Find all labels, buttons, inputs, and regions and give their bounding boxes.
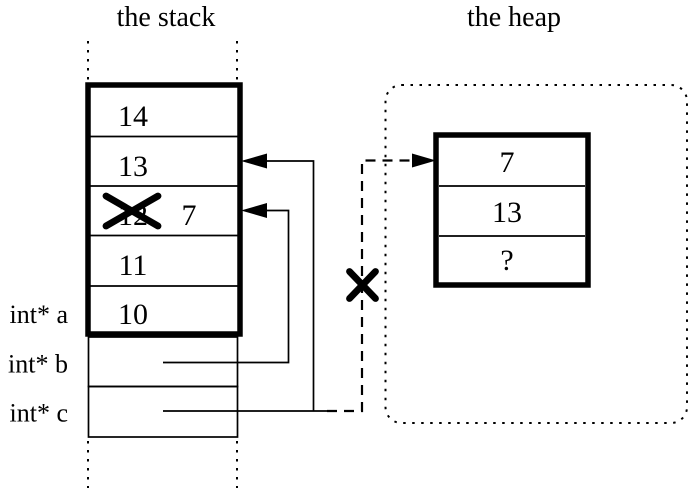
pointer-label-c: int* c	[10, 399, 69, 428]
pointer-c-arrowhead	[241, 153, 267, 169]
pointer-label-b: int* b	[8, 350, 68, 379]
heap-cell-value: 7	[500, 146, 515, 179]
pointer-label-a: int* a	[10, 300, 69, 329]
pointer-b-arrowhead	[241, 203, 267, 218]
stack-cell-value: 10	[118, 298, 148, 331]
stack-frame-box	[85, 82, 243, 337]
crossout-x-mark-dangling-pointer	[346, 268, 379, 302]
heap-block-box	[433, 132, 591, 288]
dangling-pointer-arrowhead	[412, 153, 436, 168]
stack-frame: 14 13 12 7 11 10	[85, 82, 243, 337]
pointer-b-arrow	[163, 203, 290, 364]
heap-block: 7 13 ?	[433, 132, 591, 288]
stack-title: the stack	[117, 2, 216, 33]
heap-region-boundary	[384, 84, 688, 424]
stack-cell-value: 14	[118, 100, 148, 133]
stack-continuation-dotted-lines	[87, 41, 238, 488]
pointer-c-arrow	[163, 153, 327, 412]
crossout-x-mark-old-value	[102, 192, 162, 230]
stack-cell-value: 13	[118, 150, 148, 183]
heap-cell-value: 13	[492, 196, 522, 229]
stack-cell-new-value: 7	[182, 199, 197, 232]
stack-cell-value: 11	[119, 249, 148, 282]
pointer-variable-cells	[87, 336, 239, 438]
heap-cell-value: ?	[500, 244, 513, 277]
dangling-pointer-dashed-arrow	[327, 153, 436, 413]
heap-title: the heap	[467, 2, 561, 33]
